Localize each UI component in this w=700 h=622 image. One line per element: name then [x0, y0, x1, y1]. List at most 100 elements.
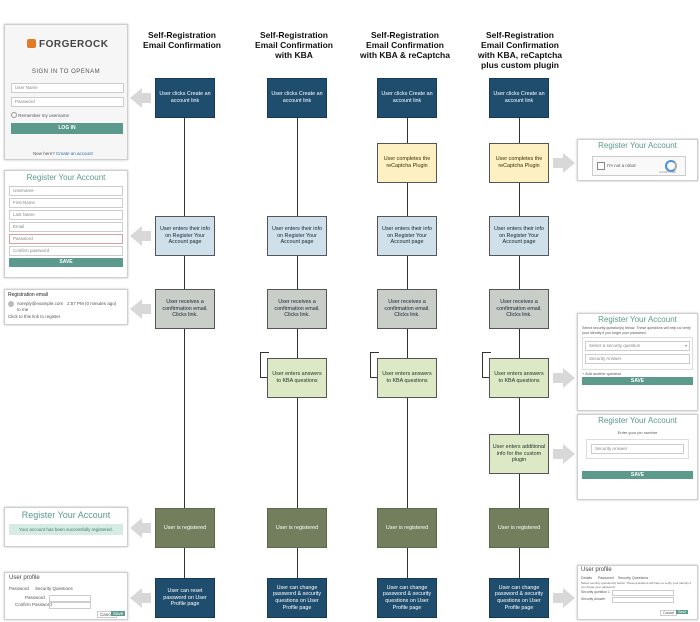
step-receive-email: User receives a confirmation email. Clic… — [377, 289, 437, 329]
step-kba: User enters answers to KBA questions — [489, 358, 549, 398]
flow-line — [297, 98, 298, 598]
step-create-link: User clicks Create an account link — [377, 78, 437, 118]
email-from: noreply@example.com — [17, 301, 64, 306]
registered-message: Your account has been successfully regis… — [9, 524, 123, 535]
login-heading: SIGN IN TO OPENAM — [31, 69, 101, 75]
security-answer-label: Security Answer — [581, 597, 606, 601]
profile-save-button[interactable]: Save — [676, 610, 689, 614]
email-title: Registration email — [8, 292, 49, 298]
password-label: Password — [25, 595, 45, 600]
kba-title: Register Your Account — [598, 315, 677, 324]
kba-intro: Select security question(s) below. These… — [582, 326, 691, 335]
register-panel: Register Your Account Username First Nam… — [4, 170, 128, 278]
forgerock-logo: FORGEROCK — [27, 39, 109, 50]
security-question-select[interactable]: Select a security question ▾ — [585, 341, 690, 351]
step-enter-info: User enters their info on Register Your … — [489, 216, 549, 256]
register-field[interactable]: First Name — [9, 198, 123, 208]
step-change-password: User can change password & security ques… — [489, 578, 549, 618]
step-receive-email: User receives a confirmation email. Clic… — [267, 289, 327, 329]
kba-loop — [260, 352, 269, 378]
register-field[interactable]: Confirm password — [9, 246, 123, 256]
step-recaptcha: User completes the reCaptcha Plugin — [377, 143, 437, 183]
custom-answer-input[interactable]: Security Answer — [591, 444, 684, 454]
step-reset-password: User can reset password on User Profile … — [155, 578, 215, 618]
recaptcha-checkbox[interactable] — [597, 162, 605, 170]
step-receive-email: User receives a confirmation email. Clic… — [155, 289, 215, 329]
step-create-link: User clicks Create an account link — [267, 78, 327, 118]
step-change-password: User can change password & security ques… — [267, 578, 327, 618]
register-field[interactable]: Last Name — [9, 210, 123, 220]
add-question-link[interactable]: + Add another question — [582, 372, 622, 376]
profile-tab[interactable]: Security Questions — [618, 576, 649, 580]
flow-line — [407, 98, 408, 598]
register-field[interactable]: Password — [9, 234, 123, 244]
step-kba: User enters answers to KBA questions — [267, 358, 327, 398]
confirm-input[interactable] — [49, 602, 91, 609]
email-body-link[interactable]: Click to this link to register — [8, 314, 61, 319]
step-registered: User is registered — [377, 508, 437, 548]
flow-line — [519, 98, 520, 598]
recaptcha-brand: reCAPTCHA — [659, 170, 677, 174]
register-save-button[interactable]: SAVE — [9, 258, 123, 267]
chevron-down-icon: ▾ — [684, 343, 687, 348]
step-change-password: User can change password & security ques… — [377, 578, 437, 618]
profile-save-button[interactable]: Save — [111, 611, 126, 616]
profile-panel-right: User profile Details Password Security Q… — [577, 565, 698, 620]
password-input[interactable] — [49, 595, 91, 602]
captcha-title: Register Your Account — [598, 141, 677, 150]
profile-tab[interactable]: Security Questions — [35, 586, 73, 591]
register-field[interactable]: Email — [9, 222, 123, 232]
remember-checkbox[interactable]: Remember my username — [11, 112, 69, 118]
flow-line — [184, 98, 185, 598]
security-answer-input[interactable]: Security Answer — [585, 354, 690, 364]
step-kba: User enters answers to KBA questions — [377, 358, 437, 398]
profile-cancel-button[interactable]: Cancel — [660, 610, 678, 616]
captcha-panel: Register Your Account I'm not a robot re… — [577, 139, 698, 181]
username-field[interactable]: User Name — [11, 83, 124, 93]
login-panel: FORGEROCK SIGN IN TO OPENAM User Name Pa… — [4, 24, 128, 160]
security-answer-input[interactable] — [612, 597, 674, 603]
custom-save-button[interactable]: SAVE — [582, 471, 693, 479]
profile-tab[interactable]: Password — [9, 586, 29, 591]
profile-tab[interactable]: Password — [598, 576, 614, 580]
password-field[interactable]: Password — [11, 97, 124, 107]
kba-loop — [482, 352, 491, 378]
recaptcha-label: I'm not a robot — [607, 163, 636, 168]
profile-tab[interactable]: Details — [581, 576, 592, 580]
new-here-text: New here? Create an account — [33, 151, 93, 156]
registered-panel: Register Your Account Your account has b… — [4, 507, 128, 547]
kba-loop — [370, 352, 379, 378]
login-button[interactable]: LOG IN — [11, 123, 123, 134]
email-sender-icon — [8, 301, 14, 307]
step-recaptcha: User completes the reCaptcha Plugin — [489, 143, 549, 183]
security-question-input[interactable] — [612, 590, 674, 596]
recaptcha-widget[interactable]: I'm not a robot reCAPTCHA — [592, 156, 686, 176]
custom-title: Register Your Account — [598, 416, 677, 425]
recaptcha-logo-icon — [665, 160, 677, 172]
profile-help: Select security question(s) below. These… — [581, 581, 692, 589]
register-title: Register Your Account — [26, 173, 106, 182]
step-registered: User is registered — [267, 508, 327, 548]
email-time: 2:57 PM (0 minutes ago) — [67, 301, 117, 306]
step-registered: User is registered — [489, 508, 549, 548]
custom-answer-box: Security Answer — [586, 439, 689, 459]
kba-save-button[interactable]: SAVE — [582, 377, 693, 385]
create-account-link[interactable]: Create an account — [56, 151, 93, 156]
security-question-label: Security question 1 — [581, 590, 610, 594]
step-enter-info: User enters their info on Register Your … — [377, 216, 437, 256]
profile-title: User profile — [9, 575, 40, 581]
registered-title: Register Your Account — [21, 510, 111, 520]
kba-question-box: Select a security question ▾ Security An… — [582, 337, 693, 370]
step-create-link: User clicks Create an account link — [489, 78, 549, 118]
confirm-label: Confirm Password — [15, 602, 52, 607]
register-field[interactable]: Username — [9, 186, 123, 196]
email-panel: Registration email noreply@example.com 2… — [4, 289, 128, 325]
step-enter-info: User enters their info on Register Your … — [155, 216, 215, 256]
kba-panel: Register Your Account Select security qu… — [577, 313, 698, 411]
step-create-link: User clicks Create an account link — [155, 78, 215, 118]
profile-panel-left: User profile Password Security Questions… — [4, 572, 128, 620]
